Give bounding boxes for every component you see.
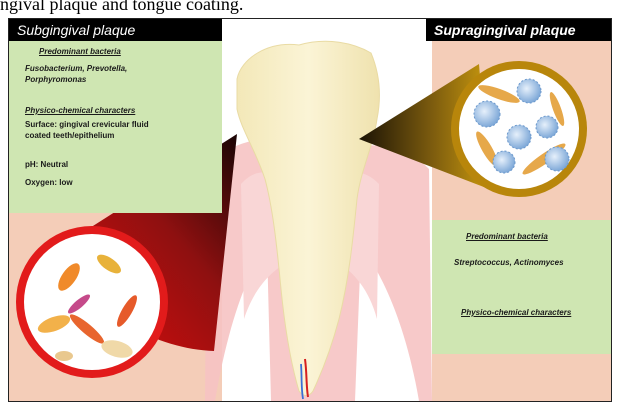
subgingival-callout-circle [24, 234, 160, 370]
subgingival-bacteria-heading: Predominant bacteria [39, 46, 121, 57]
plaque-diagram: Subgingival plaque Predominant bacteria … [8, 18, 612, 402]
subgingival-oxygen: Oxygen: low [25, 177, 73, 188]
subgingival-ph: pH: Neutral [25, 159, 68, 170]
supragingival-physchem-heading: Physico-chemical characters [461, 307, 571, 318]
subgingival-surface: Surface: gingival crevicular fluid coate… [25, 119, 163, 141]
subgingival-bacteria-list: Fusobacterium, Prevotella, Porphyromonas [25, 63, 145, 85]
subgingival-physchem-heading: Physico-chemical characters [25, 105, 135, 116]
subgingival-header: Subgingival plaque [9, 19, 222, 41]
supragingival-bacteria-heading: Predominant bacteria [466, 231, 548, 242]
supragingival-header: Supragingival plaque [426, 19, 611, 41]
right-bottom-panel [432, 354, 611, 401]
supragingival-bacteria-list: Streptococcus, Actinomyces [454, 257, 564, 268]
caption-fragment: ngival plaque and tongue coating. [0, 0, 618, 16]
